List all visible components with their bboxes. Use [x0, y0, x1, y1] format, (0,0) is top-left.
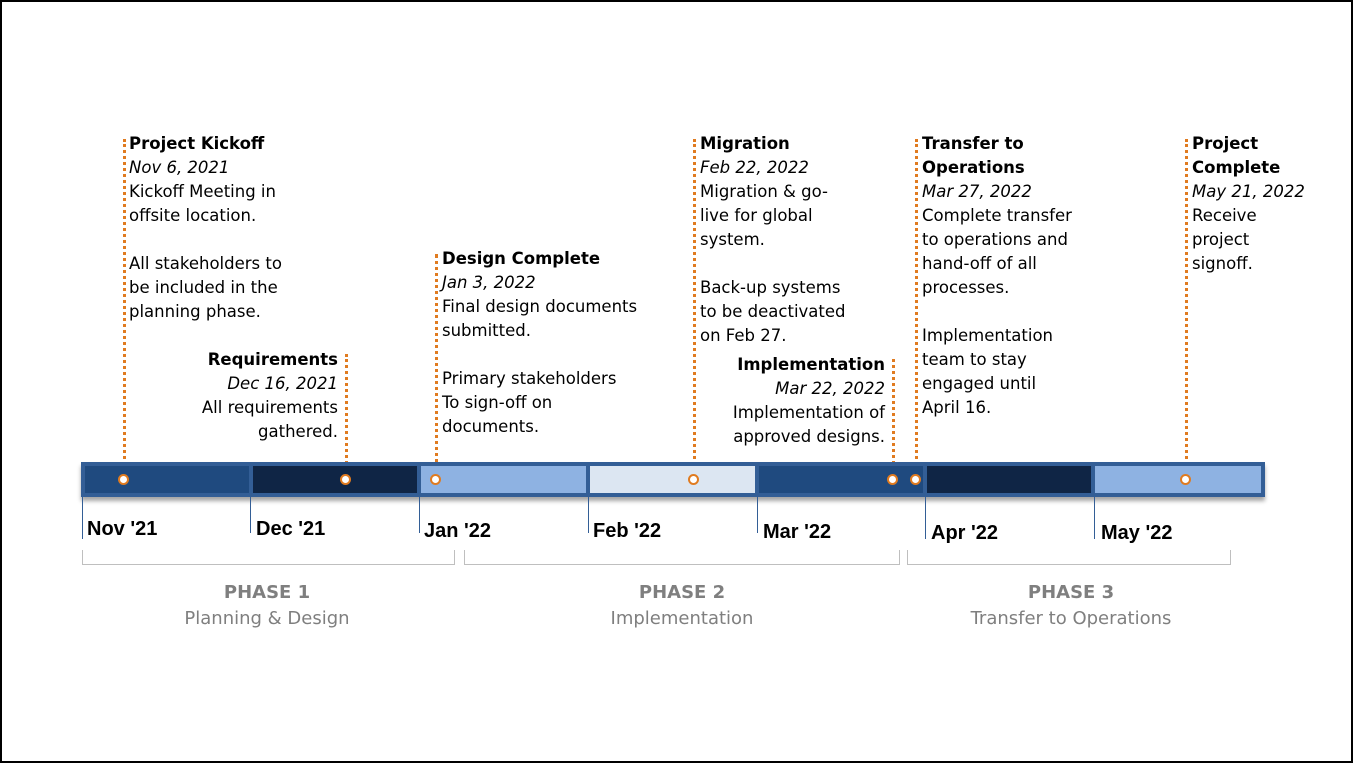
phase-label-3: PHASE 3 Transfer to Operations — [931, 580, 1211, 632]
month-label-jan: Jan '22 — [424, 520, 492, 542]
milestone-marker-complete — [1180, 474, 1191, 485]
month-tick — [82, 497, 83, 539]
month-label-apr: Apr '22 — [931, 522, 999, 544]
month-label-may: May '22 — [1101, 522, 1173, 544]
milestone-desc: Kickoff Meeting in offsite location. All… — [129, 182, 282, 321]
milestone-date: Dec 16, 2021 — [227, 374, 338, 393]
milestone-line-migration — [693, 139, 696, 476]
milestone-desc: All requirements gathered. — [201, 398, 338, 441]
month-tick — [925, 497, 926, 539]
timeline-segment-mar — [759, 466, 923, 493]
phase-name: PHASE 3 — [1027, 582, 1115, 603]
month-tick — [250, 497, 251, 533]
milestone-date: Nov 6, 2021 — [129, 158, 230, 177]
month-tick — [588, 497, 589, 533]
milestone-title: Project Kickoff — [129, 134, 265, 153]
milestone-marker-transfer — [910, 474, 921, 485]
milestone-transfer: Transfer to Operations Mar 27, 2022 Comp… — [922, 132, 1092, 420]
milestone-project-complete: Project Complete May 21, 2022 Receive pr… — [1192, 132, 1342, 276]
milestone-line-kickoff — [123, 139, 126, 476]
milestone-title: Implementation — [737, 355, 885, 374]
milestone-line-implementation — [892, 359, 895, 476]
phase-label-1: PHASE 1 Planning & Design — [142, 580, 392, 632]
phase-bracket-1 — [82, 550, 455, 565]
milestone-marker-kickoff — [118, 474, 129, 485]
month-tick — [757, 497, 758, 533]
milestone-desc: Migration & go- live for global system. … — [700, 182, 846, 345]
milestone-date: May 21, 2022 — [1192, 182, 1305, 201]
timeline-segment-feb — [590, 466, 755, 493]
milestone-title: Project Complete — [1192, 134, 1281, 177]
milestone-desc: Implementation of approved designs. — [732, 403, 885, 446]
month-tick — [1094, 497, 1095, 539]
phase-desc: Planning & Design — [184, 608, 350, 629]
timeline-segment-dec — [253, 466, 417, 493]
milestone-implementation: Implementation Mar 22, 2022 Implementati… — [692, 353, 885, 449]
milestone-design-complete: Design Complete Jan 3, 2022 Final design… — [442, 247, 672, 439]
milestone-title: Requirements — [207, 350, 338, 369]
phase-desc: Implementation — [610, 608, 754, 629]
phase-bracket-3 — [907, 550, 1231, 565]
milestone-date: Jan 3, 2022 — [442, 273, 536, 292]
phase-label-2: PHASE 2 Implementation — [557, 580, 807, 632]
timeline-segment-may — [1095, 466, 1261, 493]
milestone-line-complete — [1185, 139, 1188, 476]
month-label-mar: Mar '22 — [763, 521, 832, 543]
milestone-desc: Receive project signoff. — [1192, 206, 1257, 273]
milestone-marker-migration — [688, 474, 699, 485]
milestone-title: Migration — [700, 134, 790, 153]
milestone-kickoff: Project Kickoff Nov 6, 2021 Kickoff Meet… — [129, 132, 329, 324]
milestone-migration: Migration Feb 22, 2022 Migration & go- l… — [700, 132, 880, 348]
month-label-feb: Feb '22 — [593, 520, 662, 542]
milestone-requirements: Requirements Dec 16, 2021 All requiremen… — [142, 348, 338, 444]
milestone-line-requirements — [345, 354, 348, 476]
milestone-marker-implementation — [887, 474, 898, 485]
phase-name: PHASE 2 — [638, 582, 726, 603]
phase-name: PHASE 1 — [223, 582, 311, 603]
milestone-line-design — [435, 254, 438, 476]
milestone-desc: Complete transfer to operations and hand… — [922, 206, 1072, 417]
month-tick — [419, 497, 420, 533]
phase-desc: Transfer to Operations — [970, 608, 1172, 629]
milestone-title: Design Complete — [442, 249, 601, 268]
milestone-date: Feb 22, 2022 — [700, 158, 809, 177]
timeline-segment-jan — [421, 466, 586, 493]
phase-bracket-2 — [464, 550, 900, 565]
milestone-title: Transfer to Operations — [922, 134, 1025, 177]
timeline-segment-apr — [927, 466, 1091, 493]
month-label-nov: Nov '21 — [87, 518, 158, 540]
milestone-marker-design — [430, 474, 441, 485]
timeline-segment-nov — [85, 466, 249, 493]
timeline-bar — [81, 462, 1265, 497]
milestone-desc: Final design documents submitted. Primar… — [442, 297, 638, 436]
milestone-date: Mar 27, 2022 — [922, 182, 1032, 201]
milestone-date: Mar 22, 2022 — [775, 379, 885, 398]
month-label-dec: Dec '21 — [256, 518, 326, 540]
milestone-marker-requirements — [340, 474, 351, 485]
milestone-line-transfer — [915, 139, 918, 476]
